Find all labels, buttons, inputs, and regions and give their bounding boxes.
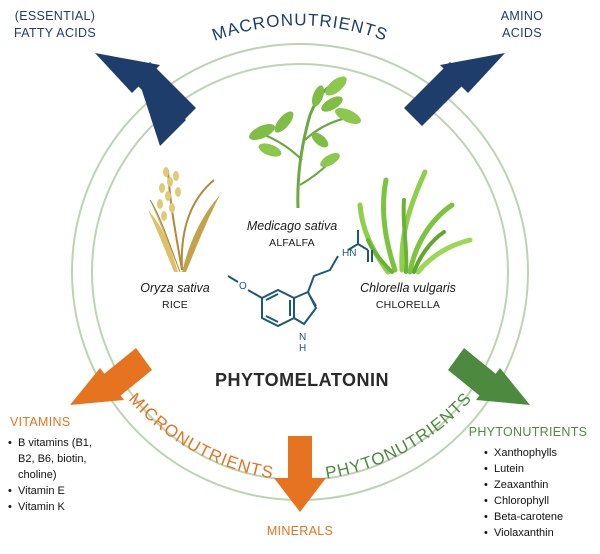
label-micronutrients: MICRONUTRIENTS xyxy=(125,389,275,482)
molecule-o-label: O xyxy=(239,281,247,292)
fatty-acids-line1: (ESSENTIAL) xyxy=(15,9,95,23)
rice-illustration xyxy=(148,167,220,273)
alfalfa-common-name: ALFALFA xyxy=(269,237,315,249)
chlorella-species: Chlorella vulgaris xyxy=(360,281,456,295)
vitamins-item-line: Vitamin K xyxy=(18,501,66,513)
phyto-item: Xanthophylls xyxy=(494,447,557,459)
vitamins-item-line: B vitamins (B1, xyxy=(18,437,92,449)
vitamins-item-line: B2, B6, biotin, xyxy=(18,453,87,465)
outer-ring xyxy=(71,43,529,501)
alfalfa-illustration xyxy=(249,76,361,209)
vitamins-bullet: • xyxy=(8,501,12,513)
phyto-bullet: • xyxy=(484,511,488,523)
fatty-acids-line2: FATTY ACIDS xyxy=(14,26,96,40)
vitamins-bullet: • xyxy=(8,437,12,449)
arrow-phytonutrients xyxy=(448,348,530,405)
phytonutrients-title: PHYTONUTRIENTS xyxy=(469,425,588,439)
melatonin-molecule xyxy=(227,230,373,328)
phyto-item: Violaxanthin xyxy=(494,527,554,539)
phyto-bullet: • xyxy=(484,463,488,475)
center-title: PHYTOMELATONIN xyxy=(215,370,389,390)
phyto-item: Beta-carotene xyxy=(494,511,563,523)
phytonutrients-list: • Xanthophylls • Lutein • Zeaxanthin • C… xyxy=(484,447,563,539)
molecule-hn-label: HN xyxy=(342,248,356,259)
arrow-vitamins xyxy=(70,348,152,405)
vitamins-item-line: choline) xyxy=(18,469,57,481)
rice-species: Oryza sativa xyxy=(140,281,210,295)
label-phytonutrients-arc: PHYTONUTRIENTS xyxy=(324,389,476,483)
phyto-bullet: • xyxy=(484,495,488,507)
rice-common-name: RICE xyxy=(162,299,188,311)
phyto-bullet: • xyxy=(484,447,488,459)
arrow-fatty-acids xyxy=(95,53,196,146)
phyto-bullet: • xyxy=(484,479,488,491)
phyto-item: Zeaxanthin xyxy=(494,479,548,491)
label-macronutrients: MACRONUTRIENTS xyxy=(210,10,391,44)
vitamins-list: • B vitamins (B1, B2, B6, biotin, cholin… xyxy=(8,437,92,513)
vitamins-bullet: • xyxy=(8,485,12,497)
minerals-title: MINERALS xyxy=(267,524,333,538)
vitamins-item-line: Vitamin E xyxy=(18,485,65,497)
alfalfa-species: Medicago sativa xyxy=(247,219,337,233)
amino-acids-line2: ACIDS xyxy=(502,26,542,40)
amino-acids-line1: AMINO xyxy=(501,9,543,23)
molecule-h-label: H xyxy=(299,343,306,354)
chlorella-illustration xyxy=(357,169,473,275)
arrow-minerals xyxy=(274,436,326,512)
chlorella-common-name: CHLORELLA xyxy=(376,299,440,311)
phyto-item: Lutein xyxy=(494,463,524,475)
molecule-n-label: N xyxy=(299,332,306,343)
phyto-bullet: • xyxy=(484,527,488,539)
vitamins-title: VITAMINS xyxy=(10,415,71,429)
phyto-item: Chlorophyll xyxy=(494,495,549,507)
arrow-amino-acids xyxy=(404,53,505,126)
